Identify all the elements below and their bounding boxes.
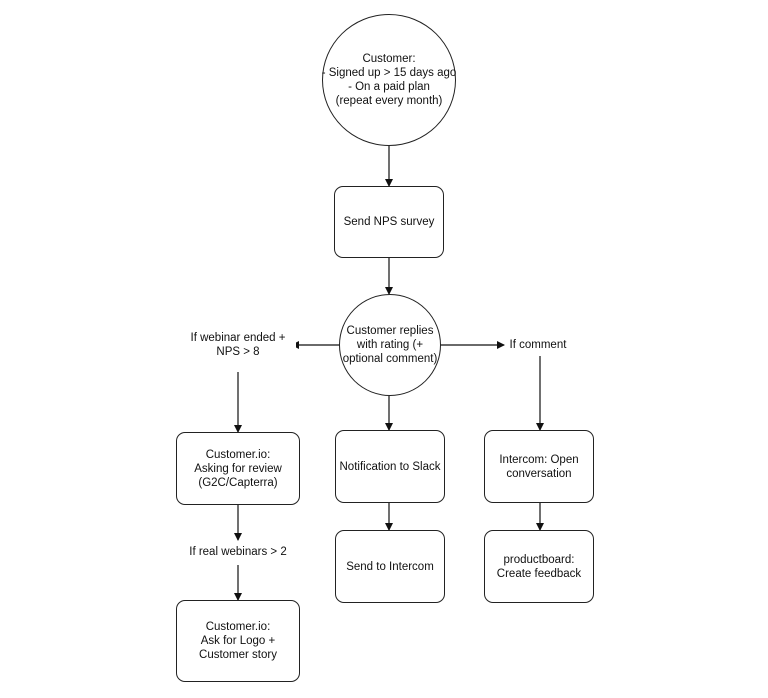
webinar-nps-condition-label: If webinar ended + NPS > 8	[180, 331, 296, 359]
text-block: productboard:Create feedback	[497, 553, 581, 581]
text-block: If webinar ended + NPS > 8	[180, 331, 296, 359]
text-line: If comment	[509, 339, 567, 351]
notification-to-slack-node: Notification to Slack	[335, 430, 445, 503]
text-line: Customer story	[199, 649, 277, 661]
comment-condition-label: If comment	[505, 338, 571, 352]
text-line: - On a paid plan	[348, 81, 430, 93]
text-line: (G2C/Capterra)	[198, 476, 278, 489]
text-line: Create feedback	[496, 567, 582, 580]
productboard-create-feedback-node: productboard:Create feedback	[484, 530, 594, 603]
text-line: Send to Intercom	[346, 560, 434, 573]
text-line: If real webinars > 2	[189, 546, 287, 558]
text-block: Customer.io:Asking for review(G2C/Capter…	[194, 448, 282, 490]
text-block: Customer: - Signed up > 15 days ago - On a…	[322, 52, 457, 108]
text-line: Intercom: Open	[499, 453, 579, 466]
text-block: Customer.io: Ask for Logo + Customer story	[199, 620, 277, 662]
text-line: conversation	[506, 467, 572, 480]
text-block: Send NPS survey	[344, 215, 435, 229]
send-nps-survey-node: Send NPS survey	[334, 186, 444, 258]
text-line: - Signed up > 15 days ago	[321, 67, 457, 79]
text-block: Customer replies with rating (+ optional c…	[343, 324, 438, 366]
text-line: Notification to Slack	[339, 460, 441, 473]
customer-replies-node: Customer replies with rating (+ optional c…	[339, 294, 441, 396]
text-line: NPS > 8	[216, 346, 260, 358]
text-line: Customer.io:	[205, 621, 271, 633]
text-line: Customer:	[362, 53, 416, 65]
text-line: Customer.io:	[205, 448, 271, 461]
text-line: Ask for Logo +	[200, 635, 276, 647]
text-line: If webinar ended +	[190, 332, 286, 344]
text-line: Send NPS survey	[343, 216, 435, 228]
send-to-intercom-node: Send to Intercom	[335, 530, 445, 603]
real-webinars-condition-label: If real webinars > 2	[180, 545, 296, 559]
customer-io-review-node: Customer.io:Asking for review(G2C/Capter…	[176, 432, 300, 505]
text-line: productboard:	[503, 553, 575, 566]
text-block: If real webinars > 2	[180, 545, 296, 559]
text-block: Notification to Slack	[340, 460, 441, 474]
text-block: If comment	[505, 338, 571, 352]
text-line: (repeat every month)	[335, 95, 443, 107]
text-line: Customer replies	[346, 325, 434, 337]
text-line: Asking for review	[194, 462, 282, 475]
text-block: Send to Intercom	[346, 560, 434, 574]
text-line: with rating (+	[356, 339, 424, 351]
start-customer-node: Customer: - Signed up > 15 days ago - On a…	[322, 14, 456, 146]
customer-io-logo-story-node: Customer.io: Ask for Logo + Customer story	[176, 600, 300, 682]
text-line: optional comment)	[342, 353, 438, 365]
